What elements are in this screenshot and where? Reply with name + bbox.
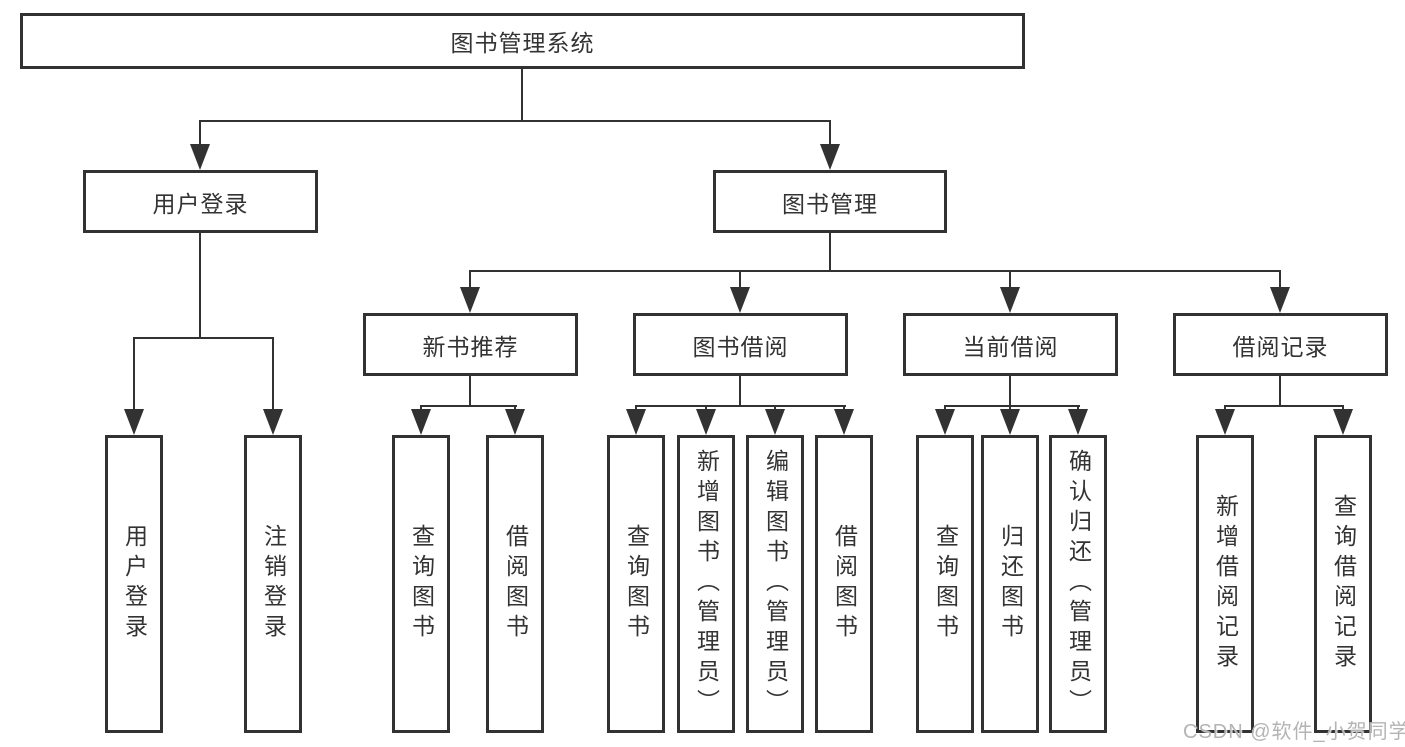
arrow-down-icon [935,409,955,435]
node-new-book-recommend: 新书推荐 [363,313,578,376]
arrow-down-icon [263,409,283,435]
arrow-down-icon [1068,409,1088,435]
connector-leaf-stub [272,337,274,411]
connector-borrow-branch [635,405,846,407]
connector-manage-stub [829,120,831,146]
node-book-manage: 图书管理 [713,170,947,233]
leaf-logout: 注销登录 [244,435,302,733]
connector-records-branch [1224,405,1344,407]
leaf-records-add-record: 新增借阅记录 [1196,435,1254,733]
connector-login-branch [133,337,274,339]
connector-records-stem [1279,374,1281,405]
connector-login-stem [199,231,201,337]
connector-manage-stem [829,231,831,272]
connector-leaf-stub [133,337,135,411]
arrow-down-icon [505,409,525,435]
node-book-borrow: 图书借阅 [633,313,848,376]
connector-level3-stub [739,270,741,289]
leaf-borrow-query-books: 查询图书 [607,435,665,733]
leaf-user-login: 用户登录 [105,435,163,733]
leaf-recommend-query-books: 查询图书 [392,435,450,733]
connector-recommend-branch [420,405,517,407]
leaf-recommend-borrow-books: 借阅图书 [486,435,544,733]
leaf-borrow-edit-books-admin: 编辑图书（管理员） [746,435,804,733]
leaf-current-return-books: 归还图书 [981,435,1039,733]
arrow-down-icon [626,409,646,435]
connector-current-stem [1009,374,1011,405]
arrow-down-icon [1333,409,1353,435]
connector-login-stub [199,120,201,146]
arrow-down-icon [411,409,431,435]
leaf-records-query-record: 查询借阅记录 [1314,435,1372,733]
csdn-watermark: CSDN @软件_小贺同学 [1183,721,1405,743]
connector-level2-branch [469,270,1281,272]
arrow-down-icon [765,409,785,435]
arrow-down-icon [1000,409,1020,435]
leaf-current-query-books: 查询图书 [916,435,974,733]
connector-borrow-stem [739,374,741,405]
arrow-down-icon [124,409,144,435]
connector-level1-branch [199,120,831,122]
leaf-current-confirm-return-admin: 确认归还（管理员） [1049,435,1107,733]
leaf-borrow-add-books-admin: 新增图书（管理员） [677,435,735,733]
arrow-down-icon [1270,287,1290,313]
arrow-down-icon [730,287,750,313]
arrow-down-icon [1215,409,1235,435]
connector-recommend-stem [469,374,471,405]
node-user-login: 用户登录 [83,170,318,233]
connector-current-branch [944,405,1080,407]
connector-level3-stub [1009,270,1011,289]
connector-level3-stub [469,270,471,289]
connector-root-stem [521,69,523,120]
node-root: 图书管理系统 [20,13,1025,69]
arrow-down-icon [696,409,716,435]
arrow-down-icon [820,144,840,170]
connector-level3-stub [1279,270,1281,289]
node-current-borrow: 当前借阅 [903,313,1118,376]
arrow-down-icon [834,409,854,435]
node-borrow-records: 借阅记录 [1173,313,1388,376]
arrow-down-icon [1000,287,1020,313]
arrow-down-icon [460,287,480,313]
arrow-down-icon [190,144,210,170]
leaf-borrow-borrow-books: 借阅图书 [815,435,873,733]
